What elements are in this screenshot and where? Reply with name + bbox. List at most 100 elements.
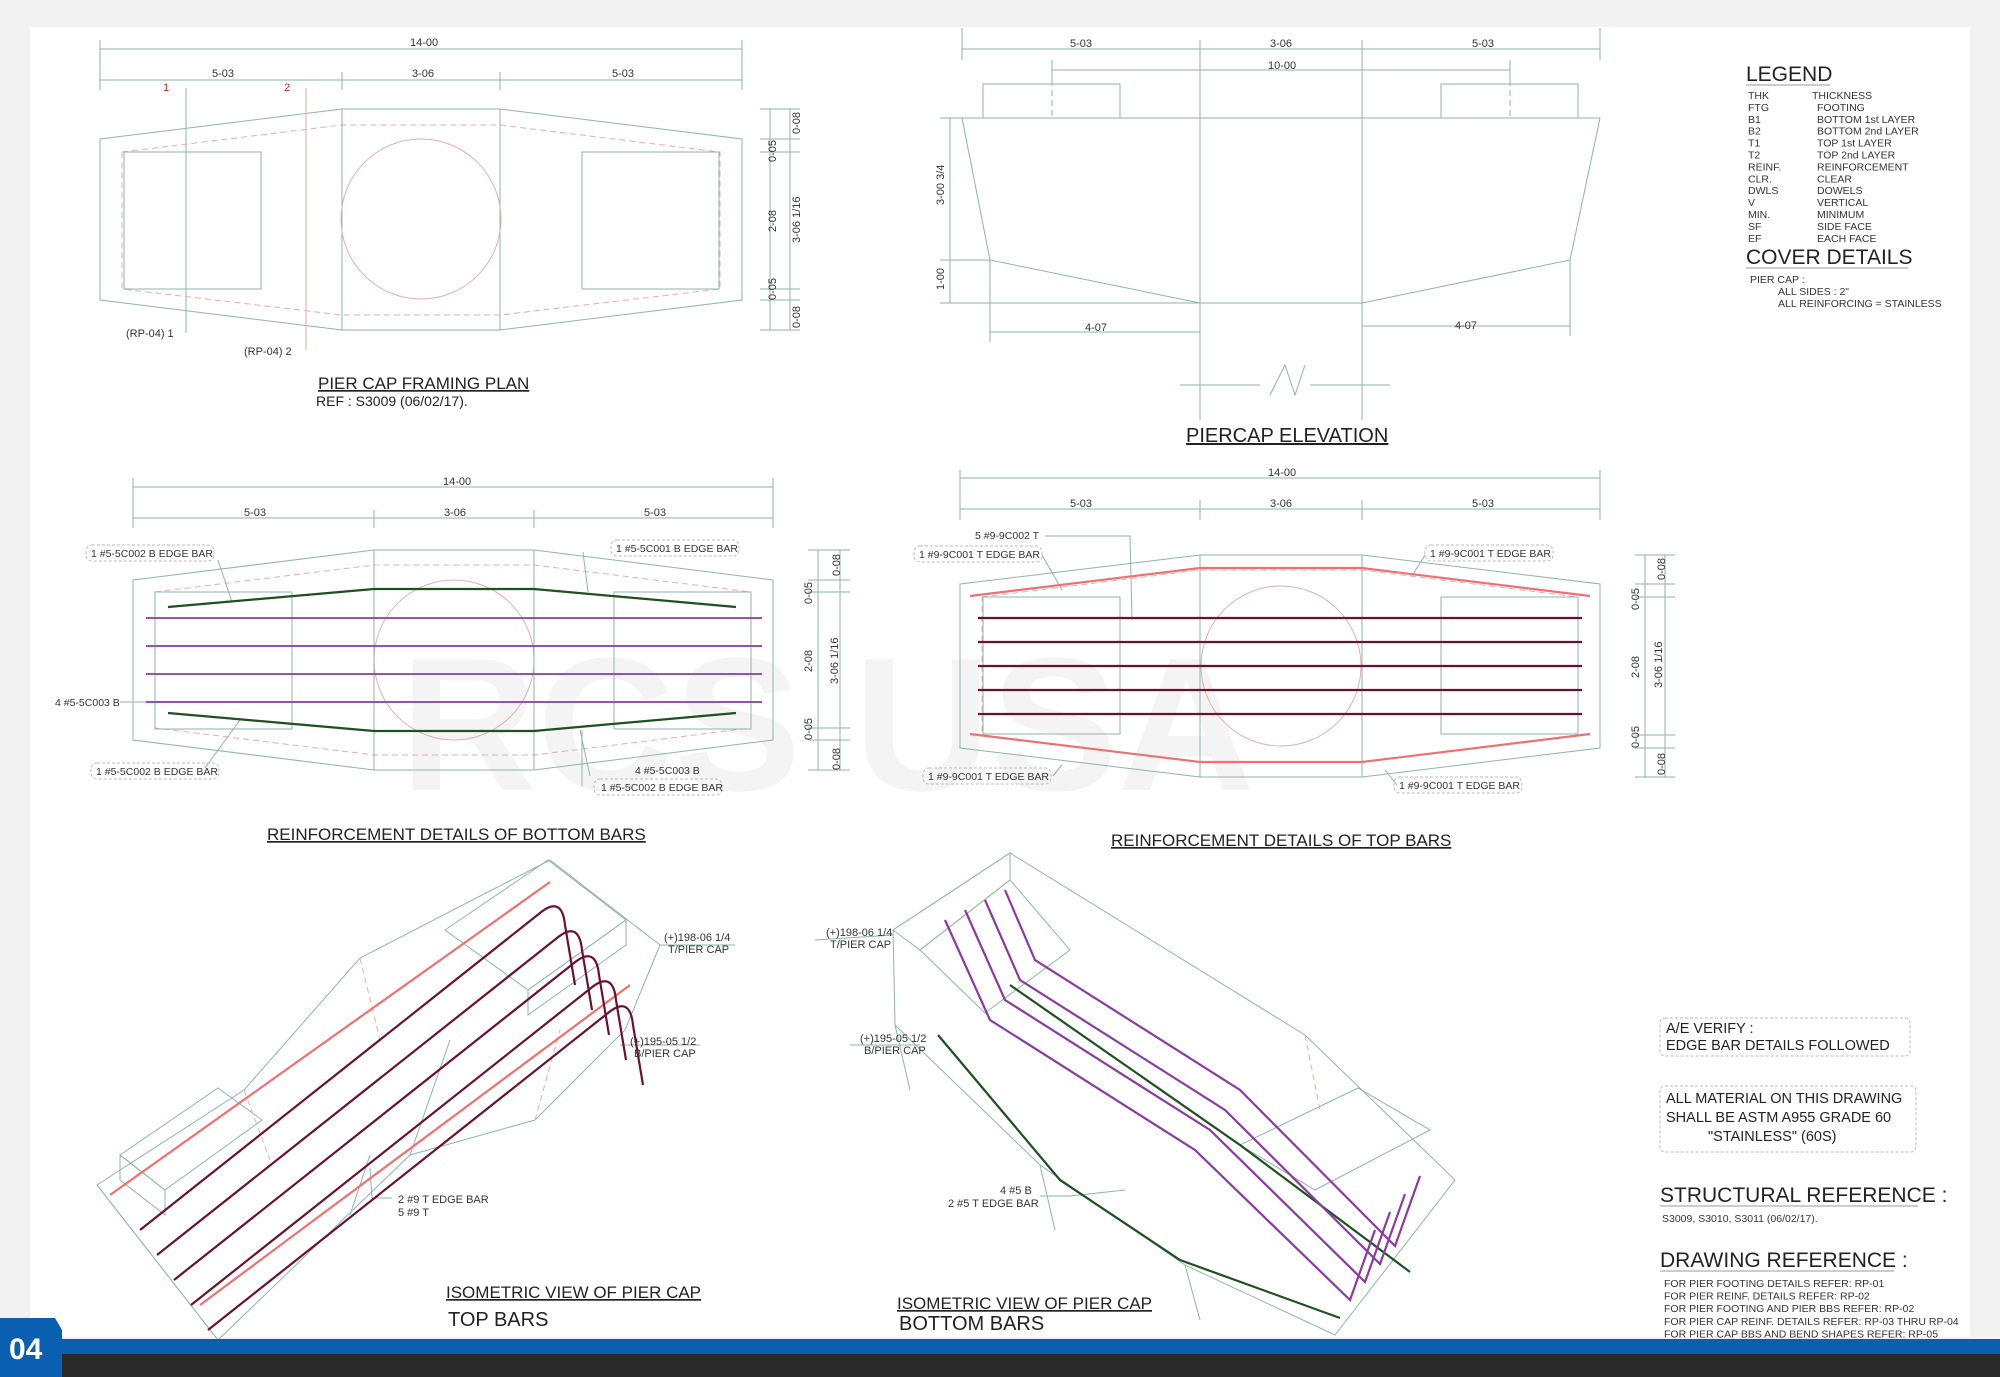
el-dim-c: 5-03	[1472, 38, 1494, 50]
tb-tag-br	[1393, 776, 1523, 794]
legend-abbr: T1	[1748, 138, 1760, 150]
tb-lbl-bl: 1 #9-9C001 T EDGE BAR	[928, 771, 1049, 783]
bb-lbl-bl: 1 #5-5C002 B EDGE BAR	[96, 766, 218, 778]
verify-line-1: A/E VERIFY :	[1666, 1021, 1754, 1037]
legend-meaning: EACH FACE	[1817, 233, 1877, 245]
it-bar-lbl-2: 5 #9 T	[398, 1207, 429, 1219]
fp-v-008-top: 0-08	[791, 112, 803, 134]
drawing-ref-item: FOR PIER REINF. DETAILS REFER: RP-02	[1664, 1291, 1870, 1303]
bb-tag-bl	[90, 762, 220, 780]
cover-title: COVER DETAILS	[1746, 246, 1912, 269]
tb-dim-b: 3-06	[1270, 498, 1292, 510]
it-bar-lbl-1: 2 #9 T EDGE BAR	[398, 1194, 489, 1206]
tb-lbl-br: 1 #9-9C001 T EDGE BAR	[1399, 780, 1520, 792]
bb-v-008-bot: 0-08	[831, 748, 843, 770]
drawing-ref-list: FOR PIER FOOTING DETAILS REFER: RP-01FOR…	[1664, 1278, 1959, 1340]
iso-top-box	[96, 859, 735, 1341]
iso-bottom-rebar	[937, 889, 1422, 1320]
verify-box	[1659, 1017, 1911, 1057]
legend-abbr: THK	[1748, 90, 1769, 102]
el-v-upper: 3-00 3/4	[935, 165, 947, 205]
ib-elev-bot: (+)195-05 1/2	[860, 1033, 926, 1045]
legend-abbr: DWLS	[1748, 185, 1778, 197]
page-number: 04	[9, 1333, 43, 1366]
legend-meaning: TOP 2nd LAYER	[1817, 150, 1896, 162]
watermark: RCS USA	[400, 619, 1255, 831]
el-h-left: 4-07	[1085, 322, 1107, 334]
el-dim-b: 3-06	[1270, 38, 1292, 50]
el-dim-inner: 10-00	[1268, 60, 1296, 72]
top-bars-rebar	[969, 566, 1591, 764]
footer-band-dark	[0, 1354, 2000, 1377]
legend-abbr: REINF.	[1748, 161, 1781, 173]
legend-abbr: B1	[1748, 114, 1761, 126]
it-elev-bot-lbl: B/PIER CAP	[634, 1048, 696, 1060]
material-line-3: "STAINLESS" (60S)	[1708, 1129, 1836, 1145]
bb-tag-b2	[593, 778, 723, 796]
bb-dim-total: 14-00	[443, 476, 471, 488]
bb-lbl-b2: 1 #5-5C002 B EDGE BAR	[601, 782, 723, 794]
material-box	[1659, 1085, 1917, 1153]
legend-meaning: THICKNESS	[1812, 90, 1872, 102]
bb-v-008-top: 0-08	[831, 554, 843, 576]
top-bars-title: REINFORCEMENT DETAILS OF TOP BARS	[1111, 831, 1451, 850]
legend-meaning: FOOTING	[1817, 102, 1865, 114]
el-h-right: 4-07	[1455, 320, 1477, 332]
tb-dim-total: 14-00	[1268, 467, 1296, 479]
tb-dim-a: 5-03	[1070, 498, 1092, 510]
legend-meaning: REINFORCEMENT	[1817, 161, 1909, 173]
bb-dim-a: 5-03	[244, 507, 266, 519]
bottom-bars-plan	[120, 478, 850, 786]
bb-tag-tr	[610, 539, 740, 557]
legend-meaning: CLEAR	[1817, 173, 1852, 185]
it-elev-top-lbl: T/PIER CAP	[668, 944, 729, 956]
framing-plan-title: PIER CAP FRAMING PLAN	[318, 374, 529, 393]
legend-meaning: VERTICAL	[1817, 197, 1868, 209]
bb-lbl-tl: 1 #5-5C002 B EDGE BAR	[91, 548, 213, 560]
fp-marker-2: 2	[284, 82, 290, 94]
tb-dim-c: 5-03	[1472, 498, 1494, 510]
bb-dim-b: 3-06	[444, 507, 466, 519]
cover-line-3: ALL REINFORCING = STAINLESS	[1778, 298, 1942, 310]
bb-lbl-left: 4 #5-5C003 B	[55, 697, 120, 709]
ib-bar-lbl-2: 2 #5 T EDGE BAR	[948, 1198, 1039, 1210]
legend-meaning: BOTTOM 1st LAYER	[1817, 114, 1916, 126]
bb-tag-tl	[85, 544, 215, 562]
bb-lbl-tr: 1 #5-5C001 B EDGE BAR	[616, 543, 738, 555]
legend-abbr: V	[1748, 197, 1755, 209]
verify-line-2: EDGE BAR DETAILS FOLLOWED	[1666, 1038, 1890, 1054]
tb-v-208: 2-08	[1630, 656, 1642, 678]
fp-rp-2: (RP-04) 2	[244, 346, 292, 358]
tb-v-005-top: 0-05	[1630, 588, 1642, 610]
legend-abbr: B2	[1748, 126, 1761, 138]
fp-marker-1: 1	[163, 82, 169, 94]
tb-tag-tl	[913, 545, 1043, 563]
tb-lbl-t: 5 #9-9C002 T	[975, 530, 1040, 542]
iso-bottom-title: ISOMETRIC VIEW OF PIER CAP	[897, 1294, 1152, 1313]
ib-elev-bot-lbl: B/PIER CAP	[864, 1045, 926, 1057]
legend-meaning: TOP 1st LAYER	[1817, 138, 1892, 150]
bb-v-208: 2-08	[803, 650, 815, 672]
iso-bottom-subtitle: BOTTOM BARS	[899, 1313, 1044, 1335]
el-v-lower: 1-00	[935, 268, 947, 290]
cover-line-2: ALL SIDES : 2"	[1778, 286, 1849, 298]
drawing-ref-item: FOR PIER CAP BBS AND BEND SHAPES REFER: …	[1664, 1328, 1938, 1340]
page-number-tab	[0, 1318, 62, 1377]
elevation	[940, 28, 1601, 420]
tb-lbl-tr: 1 #9-9C001 T EDGE BAR	[1430, 548, 1551, 560]
tb-tag-bl	[922, 767, 1052, 785]
fp-v-005-top: 0-05	[767, 140, 779, 162]
iso-bottom-box	[814, 852, 1456, 1336]
framing-plan-ref: REF : S3009 (06/02/17).	[316, 393, 468, 409]
iso-top-rebar	[109, 881, 645, 1331]
iso-top-title: ISOMETRIC VIEW OF PIER CAP	[446, 1283, 701, 1302]
bb-v-total: 3-06 1/16	[829, 638, 841, 684]
bottom-bars-title: REINFORCEMENT DETAILS OF BOTTOM BARS	[267, 825, 646, 844]
legend-meaning: MINIMUM	[1817, 209, 1864, 221]
legend-meaning: BOTTOM 2nd LAYER	[1817, 126, 1919, 138]
framing-plan	[99, 40, 800, 350]
bb-v-005-bot: 0-05	[803, 718, 815, 740]
legend-meaning: SIDE FACE	[1817, 221, 1872, 233]
drawing-ref-title: DRAWING REFERENCE :	[1660, 1249, 1908, 1272]
